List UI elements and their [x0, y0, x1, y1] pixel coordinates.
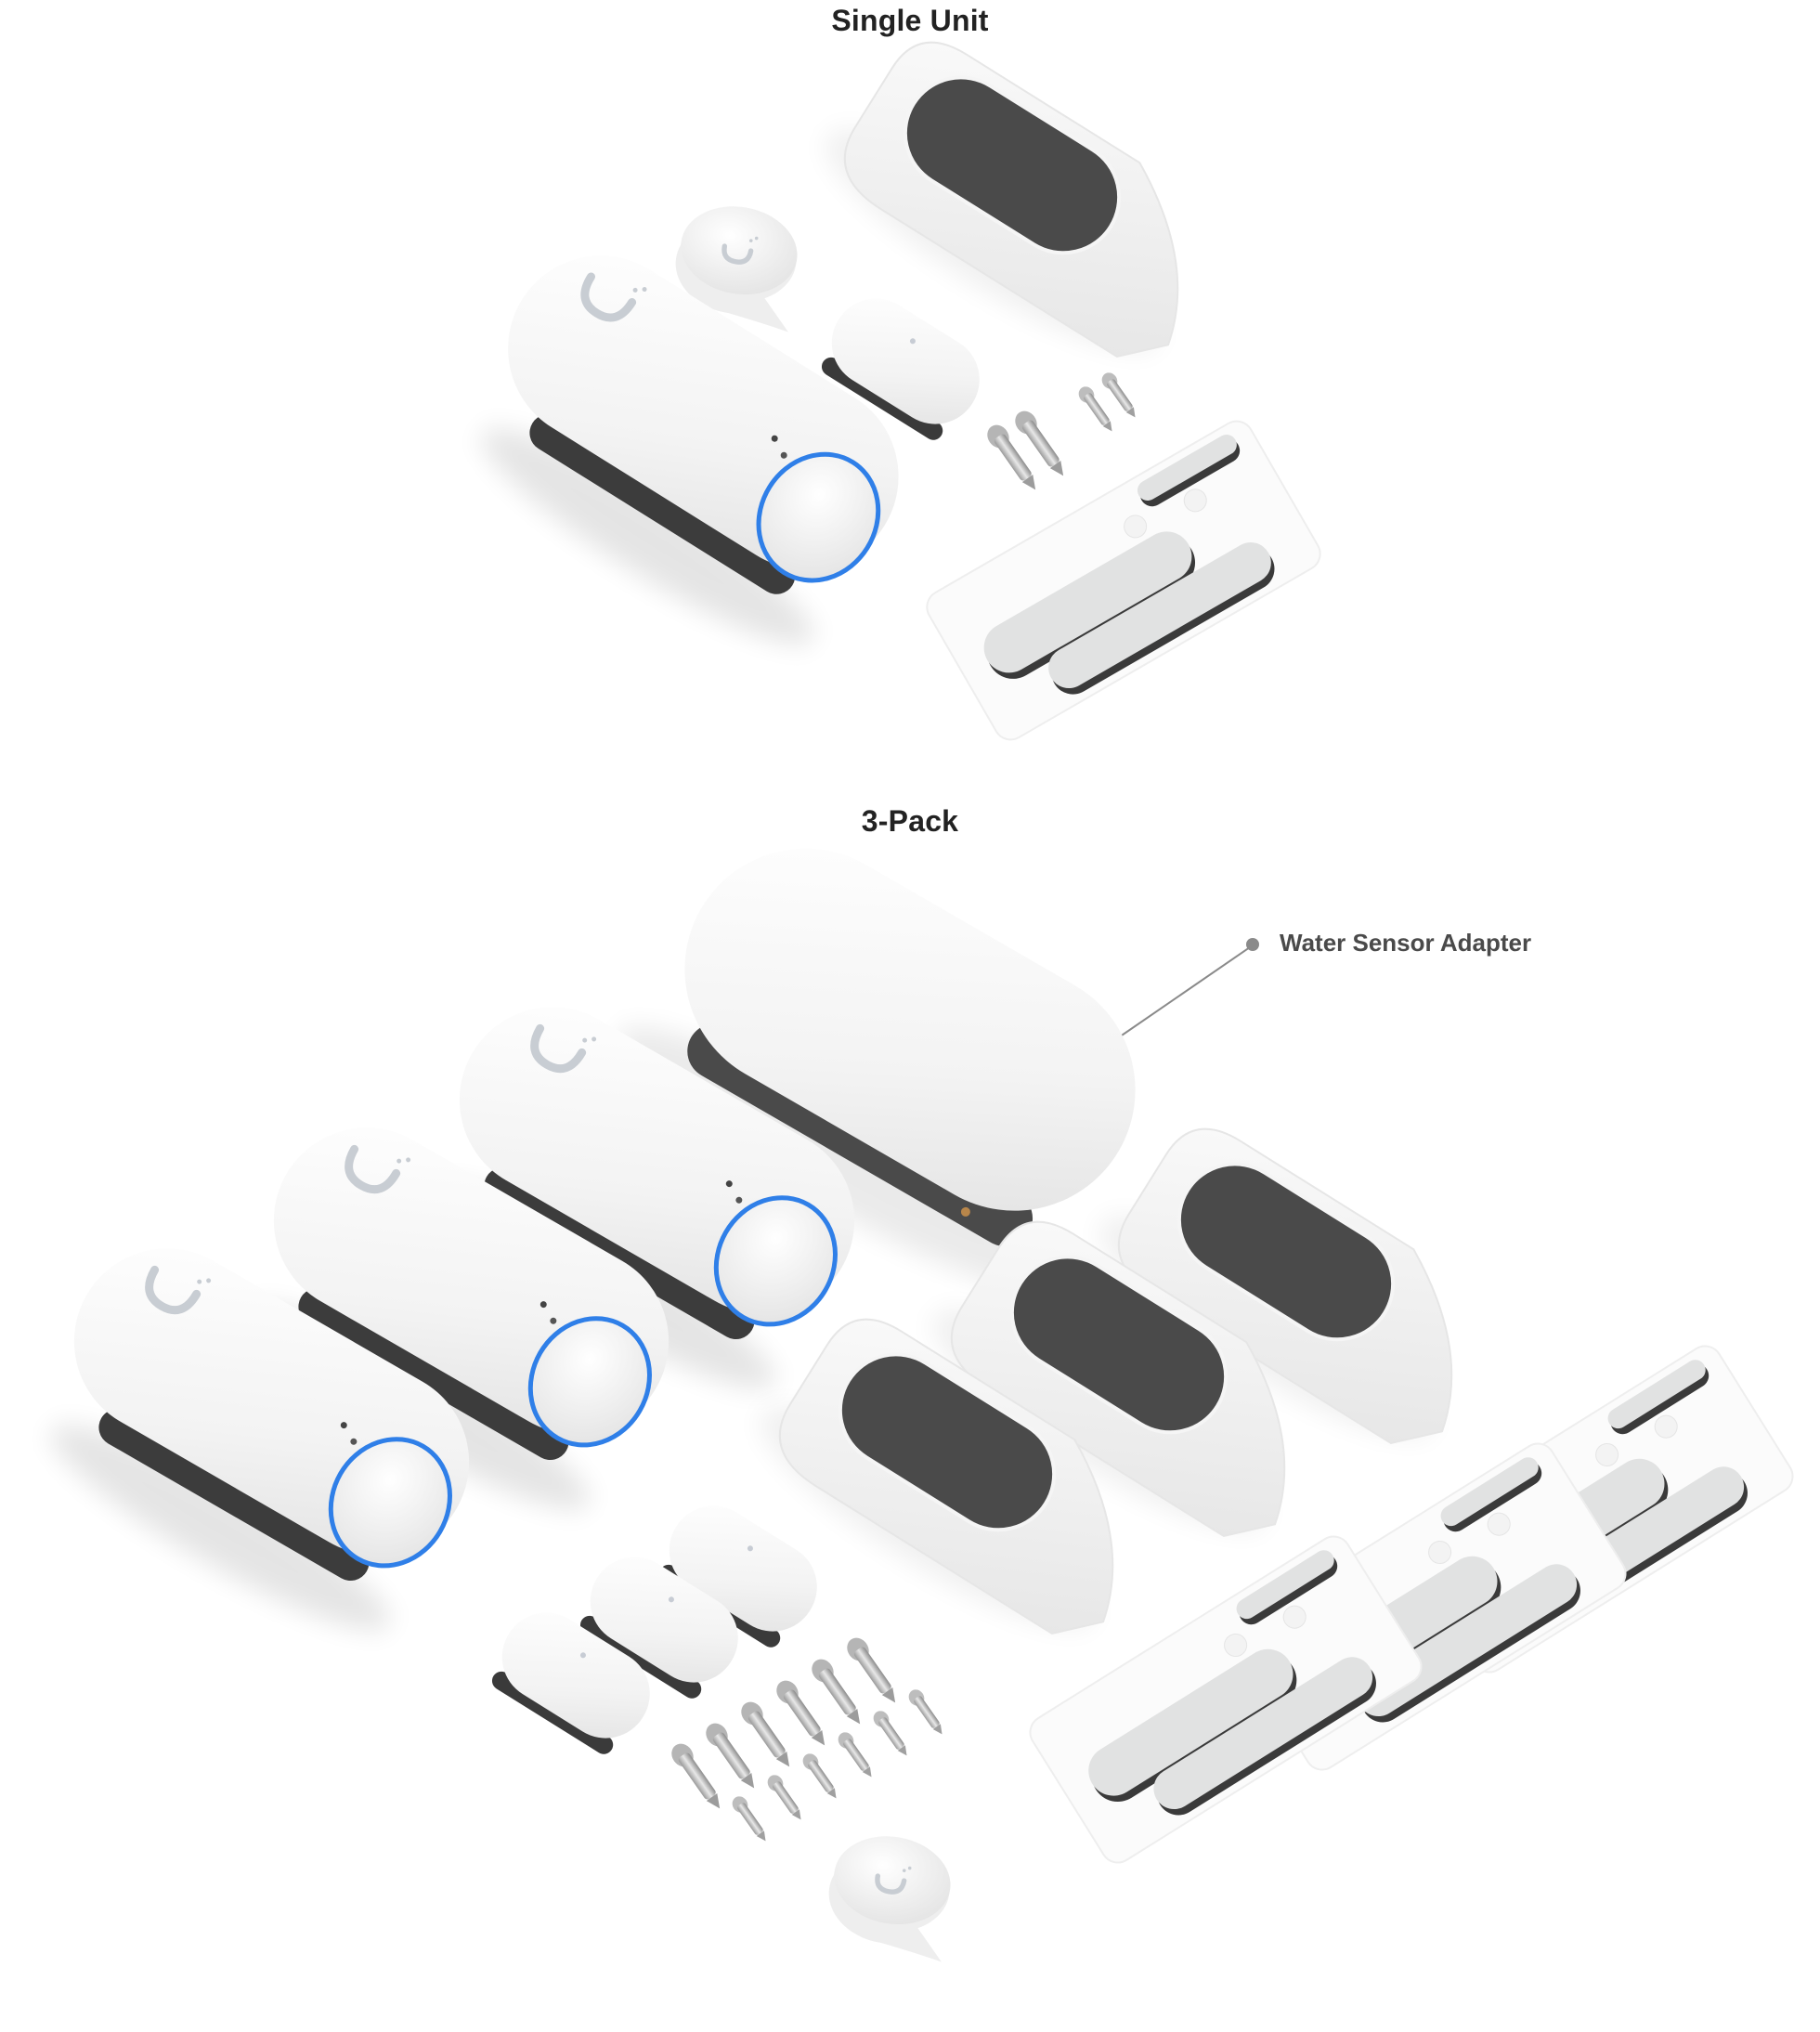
- callout-water-sensor-adapter: Water Sensor Adapter: [1280, 929, 1532, 957]
- single-unit-contents: [431, 15, 1328, 747]
- screw-icon: [842, 1634, 904, 1709]
- section-title-single-unit: Single Unit: [831, 4, 989, 37]
- callout-dot: [1246, 938, 1259, 951]
- screw-icon: [764, 1772, 808, 1824]
- screw-icon: [729, 1793, 773, 1845]
- screw-icon: [807, 1655, 869, 1730]
- screw-icon: [905, 1687, 949, 1739]
- screw-icon: [870, 1708, 914, 1760]
- door-sensor-icon: [431, 221, 933, 671]
- screw-icon: [772, 1676, 834, 1752]
- three-pack-contents: [1, 848, 1800, 1962]
- screw-icon: [701, 1719, 763, 1794]
- water-sensor-adapter-icon: [617, 848, 1136, 1290]
- screw-icon: [667, 1739, 729, 1815]
- screw-icon: [800, 1751, 843, 1803]
- screw-icon: [736, 1698, 799, 1773]
- water-probe-icon: [820, 1827, 961, 1961]
- screw-icon: [835, 1729, 878, 1781]
- section-title-3-pack: 3-Pack: [861, 804, 959, 838]
- adhesive-sheet-icon: [919, 414, 1328, 747]
